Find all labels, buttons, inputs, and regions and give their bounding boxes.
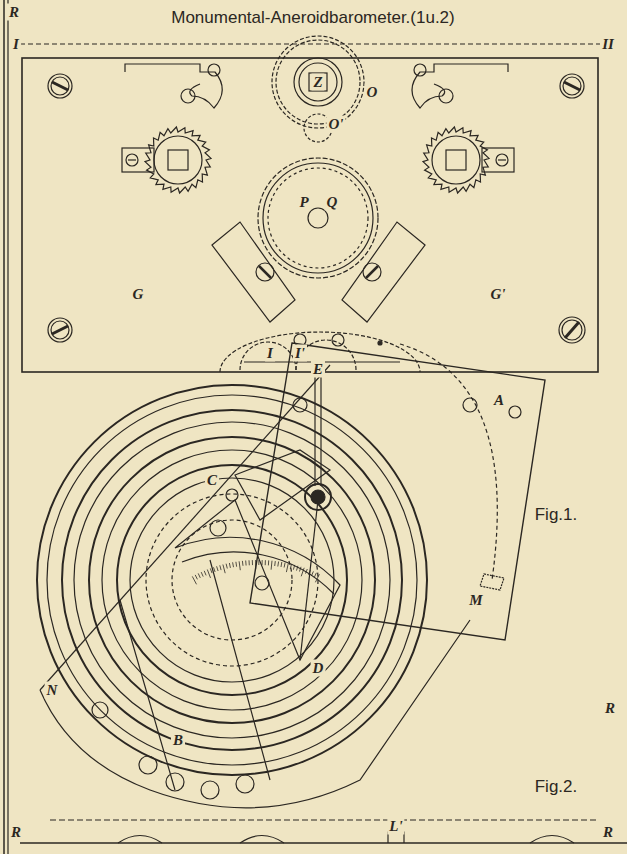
- scale-tick: [232, 562, 234, 567]
- part-letter: R: [7, 4, 21, 21]
- scale-tick: [284, 563, 285, 568]
- part-letter: M: [467, 592, 484, 609]
- scale-tick: [201, 572, 203, 577]
- part-letter: N: [45, 682, 60, 699]
- scale-tick: [192, 576, 196, 584]
- scale-tick: [229, 563, 230, 568]
- part-letter: B: [171, 732, 185, 749]
- scale-tick: [265, 560, 266, 565]
- scale-tick: [195, 575, 197, 579]
- scale-tick: [290, 564, 291, 569]
- scale-tick: [300, 567, 302, 572]
- scale-tick: [207, 570, 210, 578]
- part-letter: O: [365, 84, 380, 101]
- figure-label: Fig.2.: [533, 777, 580, 796]
- part-letter: O': [327, 116, 346, 133]
- scale-tick: [281, 562, 283, 567]
- scale-tick: [311, 571, 313, 576]
- part-letter: C: [205, 472, 219, 489]
- part-letter: G': [489, 286, 508, 303]
- scale-tick: [268, 560, 269, 565]
- part-letter: R: [601, 824, 615, 841]
- part-letter: L': [387, 818, 404, 835]
- part-letter: A: [492, 392, 506, 409]
- part-letter: P: [297, 194, 310, 211]
- part-letter: D: [311, 660, 326, 677]
- scale-tick: [210, 568, 212, 573]
- scale-tick: [258, 560, 259, 565]
- part-letter: R: [9, 824, 23, 841]
- ratchet-teeth: [145, 127, 211, 193]
- scale-tick: [235, 562, 237, 567]
- scale-tick: [255, 560, 256, 569]
- scale-tick: [293, 565, 294, 570]
- part-letter: R: [603, 700, 617, 717]
- scale-tick: [306, 569, 308, 574]
- scale-tick: [217, 566, 219, 571]
- scale-tick: [220, 565, 221, 570]
- part-letter: Z: [311, 74, 324, 91]
- part-letter: E: [311, 361, 325, 378]
- diagram-title: Monumental-Aneroidbarometer.(1u.2): [168, 8, 457, 28]
- scale-tick: [239, 561, 240, 570]
- ratchet-teeth: [423, 127, 489, 193]
- scale-tick: [315, 574, 319, 582]
- scale-tick: [245, 561, 246, 566]
- scale-tick: [277, 562, 279, 567]
- figure-label: Fig.1.: [533, 505, 580, 524]
- scale-tick: [274, 561, 276, 566]
- scale-tick: [204, 571, 206, 576]
- scale-tick: [314, 573, 316, 578]
- scale-tick: [262, 560, 263, 565]
- scale-tick: [301, 568, 304, 577]
- scale-tick: [242, 561, 244, 566]
- scale-tick: [297, 566, 298, 571]
- part-letter: I: [265, 345, 275, 362]
- part-letter: II: [600, 36, 616, 53]
- scale-tick: [286, 563, 288, 572]
- scale-tick: [198, 573, 200, 578]
- scale-tick: [214, 567, 216, 572]
- scale-tick: [252, 560, 253, 565]
- scale-tick: [223, 565, 225, 574]
- part-letter: I': [293, 345, 307, 362]
- scale-tick: [271, 561, 273, 570]
- part-letter: Q: [325, 194, 340, 211]
- part-letter: G: [131, 286, 146, 303]
- part-letter: I: [11, 36, 21, 53]
- scale-tick: [249, 560, 250, 565]
- scale-tick: [226, 564, 227, 569]
